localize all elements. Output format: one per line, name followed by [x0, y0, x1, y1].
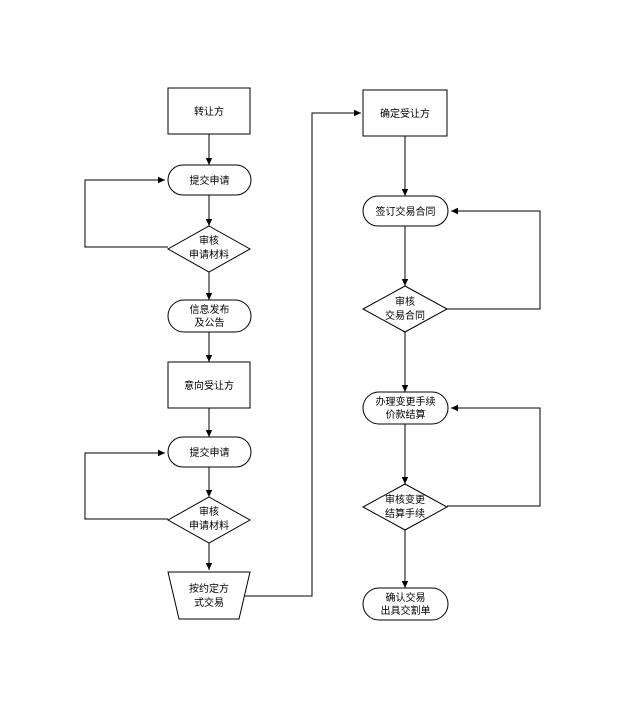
node-review-materials-1: 审核 申请材料	[166, 225, 252, 273]
node-review-trade-contract-line1: 审核	[395, 295, 415, 308]
node-submit-application-1: 提交申请	[167, 164, 252, 196]
edge-review2-loop	[84, 449, 168, 520]
node-review-materials-1-line1: 审核	[199, 234, 219, 247]
node-transferor-label: 转让方	[194, 105, 224, 118]
edge-review1-loop	[84, 176, 168, 248]
node-confirm-trade: 确认交易 出具交割单	[362, 587, 449, 621]
node-confirm-trade-line1: 确认交易	[386, 591, 426, 604]
edge-review-change-loop	[447, 404, 541, 507]
node-sign-trade-contract-label: 签订交易合同	[376, 205, 436, 218]
node-trade-by-agreed-method: 按约定方 式交易	[167, 571, 251, 620]
node-review-change-settlement-line1: 审核变更	[385, 493, 425, 506]
node-review-materials-2-line2: 申请材料	[189, 519, 229, 532]
node-publish-announcement-line2: 及公告	[195, 316, 225, 329]
node-submit-application-2-label: 提交申请	[190, 446, 230, 459]
node-review-trade-contract-line2: 交易合同	[385, 309, 425, 322]
edge-review-contract-loop	[447, 207, 541, 310]
node-review-change-settlement: 审核变更 结算手续	[361, 483, 449, 531]
node-confirm-transferee: 确定受让方	[362, 89, 448, 137]
node-intended-transferee-label: 意向受让方	[184, 379, 234, 392]
node-handle-change-procedures-line2: 价款结算	[386, 408, 426, 421]
node-trade-by-agreed-method-line1: 按约定方	[189, 582, 229, 595]
node-intended-transferee: 意向受让方	[167, 361, 251, 409]
node-review-materials-2: 审核 申请材料	[166, 496, 252, 544]
node-publish-announcement: 信息发布 及公告	[167, 299, 252, 333]
node-transferor: 转让方	[167, 87, 251, 135]
node-review-change-settlement-line2: 结算手续	[385, 507, 425, 520]
node-submit-application-1-label: 提交申请	[190, 174, 230, 187]
node-review-materials-1-line2: 申请材料	[189, 248, 229, 261]
node-review-trade-contract: 审核 交易合同	[361, 285, 449, 333]
node-handle-change-procedures-line1: 办理变更手续	[376, 395, 436, 408]
node-review-materials-2-line1: 审核	[199, 505, 219, 518]
node-submit-application-2: 提交申请	[167, 436, 252, 468]
node-handle-change-procedures: 办理变更手续 价款结算	[362, 391, 449, 425]
edge-trade-confirm-transferee	[245, 109, 361, 597]
node-publish-announcement-line1: 信息发布	[190, 303, 230, 316]
node-sign-trade-contract: 签订交易合同	[362, 195, 449, 227]
node-confirm-trade-line2: 出具交割单	[381, 604, 431, 617]
node-trade-by-agreed-method-line2: 式交易	[194, 596, 224, 609]
node-confirm-transferee-label: 确定受让方	[380, 107, 430, 120]
